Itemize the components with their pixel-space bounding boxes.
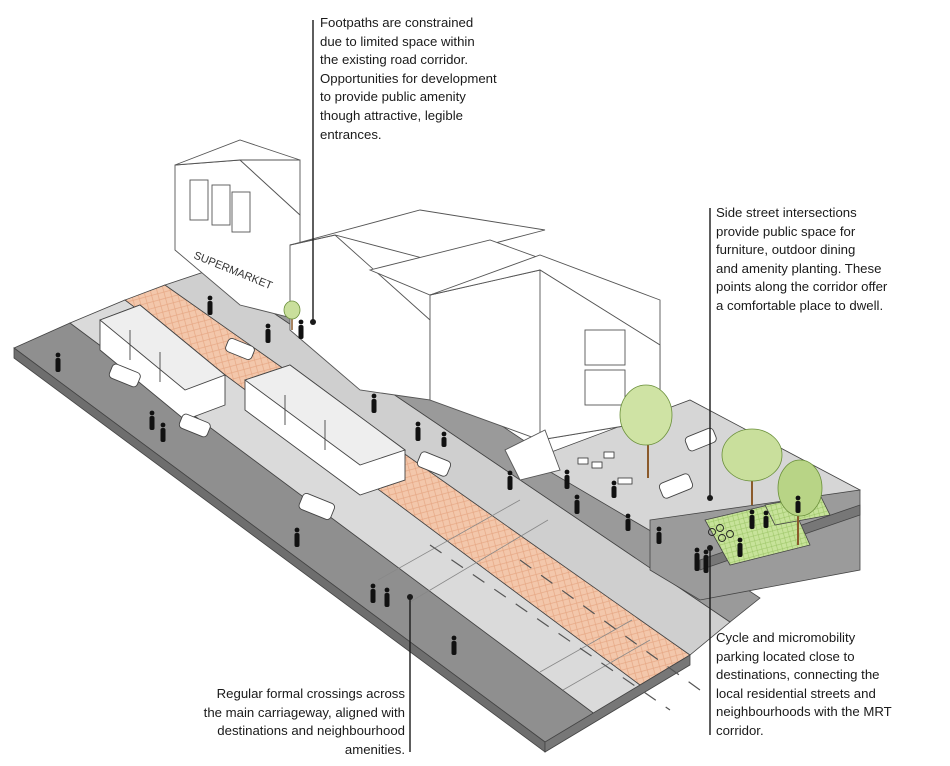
car-3: [298, 492, 336, 520]
pedestrian-icon: [611, 480, 617, 498]
pedestrian-icon: [564, 469, 570, 489]
outdoor-dining-table-icon: [591, 461, 603, 469]
outdoor-dining-table-icon: [577, 457, 589, 465]
annotation-cycle-parking: Cycle and micromobility parking located …: [716, 630, 892, 738]
tree-icon: [777, 459, 823, 545]
buildings: [174, 139, 661, 481]
pedestrian-icon: [703, 549, 709, 573]
car-5: [416, 451, 452, 477]
formal-crossings: [377, 499, 651, 691]
bicycle-icon: [718, 530, 734, 542]
tree-icon: [619, 384, 673, 478]
annotation-crossings: Regular formal crossings across the main…: [203, 686, 405, 757]
tree-icon: [721, 428, 783, 505]
pedestrian-icon: [265, 323, 271, 343]
pedestrian-icon: [507, 470, 513, 490]
car-4: [225, 338, 255, 360]
pedestrian-icon: [384, 587, 390, 607]
pedestrian-icon: [160, 422, 166, 442]
pedestrian-icon: [149, 410, 155, 430]
building-windows: [189, 179, 626, 406]
outdoor-dining-table-icon: [617, 477, 633, 485]
pedestrian-icon: [574, 494, 580, 514]
car-7: [684, 427, 717, 452]
building-corner-roof: [429, 254, 661, 346]
pedestrian-icon: [294, 527, 300, 547]
leader-lines: [312, 20, 711, 752]
annotation-side-street: Side street intersections provide public…: [716, 205, 888, 313]
annotation-footpaths: Footpaths are constrained due to limited…: [320, 15, 497, 142]
pedestrian-icon: [795, 495, 801, 513]
pedestrian-icon: [298, 319, 304, 339]
tram-2: [244, 364, 406, 496]
pedestrian-icon: [370, 583, 376, 603]
car-1: [108, 363, 141, 388]
cars: [108, 338, 717, 520]
pedestrian-icon: [371, 393, 377, 413]
pedestrian-icon: [207, 295, 213, 315]
lane-markings: [429, 544, 701, 711]
car-6: [658, 473, 694, 499]
car-2: [178, 413, 211, 438]
trees: [283, 300, 823, 545]
pedestrian-icon: [441, 431, 447, 447]
pedestrian-icon: [415, 421, 421, 441]
pedestrian-icon: [749, 509, 755, 529]
outdoor-dining: [577, 451, 633, 485]
outdoor-dining-table-icon: [603, 451, 615, 459]
building-left-side: [238, 159, 301, 217]
pedestrian-icon: [451, 635, 457, 655]
bicycle-parking: [708, 524, 734, 542]
pedestrian-icon: [694, 547, 700, 571]
tree-icon: [283, 300, 301, 330]
pedestrian-icon: [656, 526, 662, 544]
pedestrians: [55, 295, 801, 655]
bicycle-icon: [708, 524, 724, 536]
tram-1: [99, 304, 226, 421]
leader-dots: [310, 319, 713, 600]
pedestrian-icon: [55, 352, 61, 372]
pedestrian-icon: [625, 513, 631, 531]
corner-awning: [504, 429, 561, 481]
pedestrian-icon: [737, 537, 743, 557]
road-edge: [544, 654, 691, 753]
pedestrian-icon: [763, 510, 769, 528]
